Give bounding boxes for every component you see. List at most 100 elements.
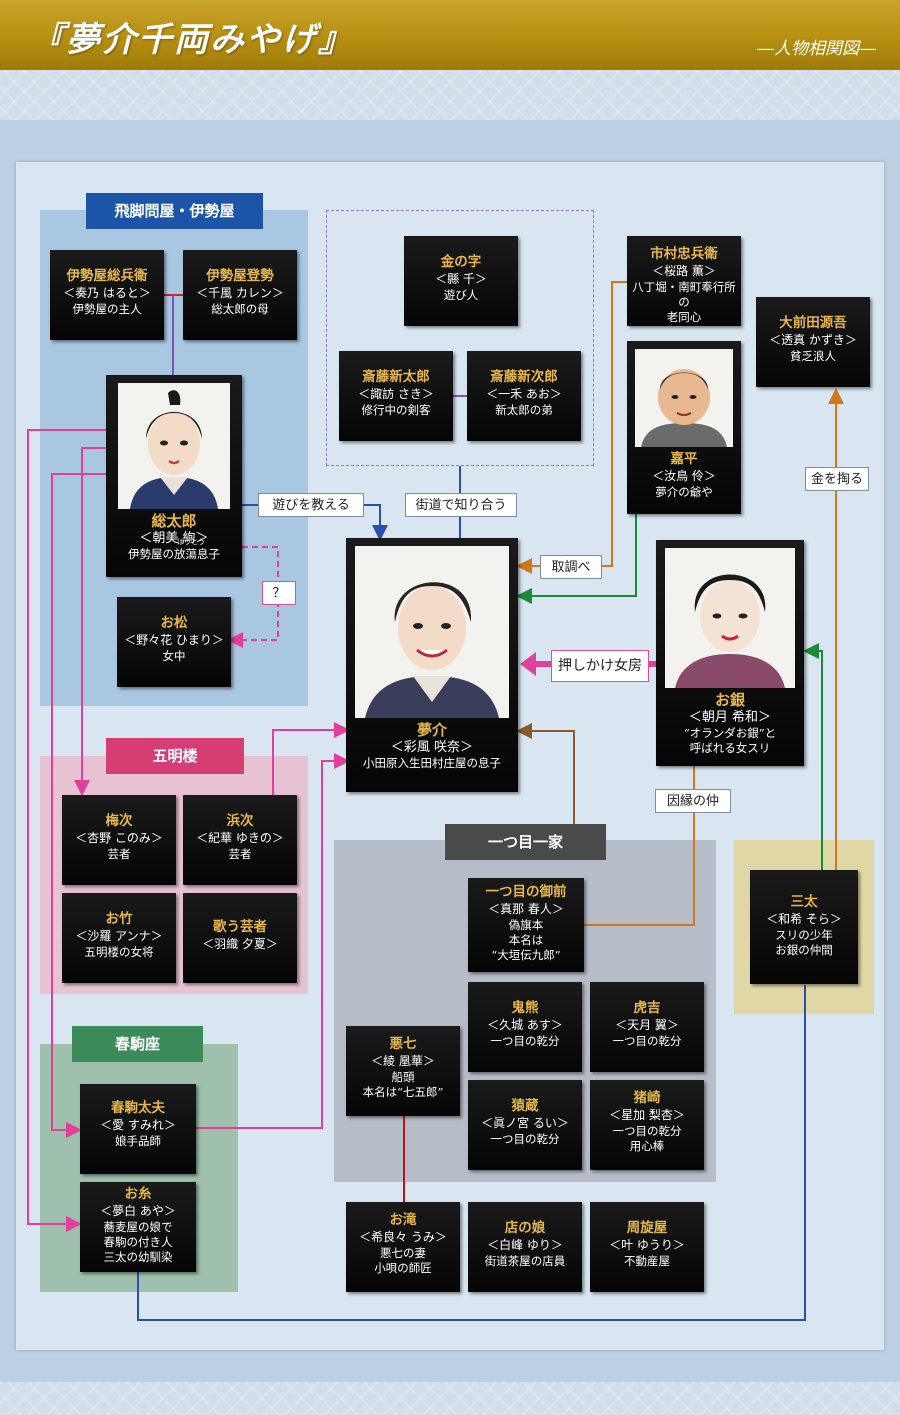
line-tayuu-yumesuke (196, 753, 350, 1129)
char-actor: ＜愛 すみれ＞ (100, 1118, 176, 1132)
line-soutarou-umeji (74, 447, 106, 796)
portrait-kahei (635, 349, 733, 447)
char-desc: 修行中の剣客 (361, 403, 431, 417)
char-actor: ＜久城 あす＞ (487, 1018, 563, 1032)
card-umeji[interactable]: 梅次 ＜杏野 このみ＞ 芸者 (62, 795, 176, 885)
char-desc: 伊勢屋の放蕩息子 (128, 547, 220, 561)
card-santa[interactable]: 三太 ＜和希 そら＞ スリの少年 お銀の仲間 (750, 870, 858, 984)
group-label-hikyaku: 飛脚問屋・伊勢屋 (86, 193, 263, 229)
char-desc: 女中 (162, 649, 186, 663)
char-desc: 一つ目の乾分 (490, 1132, 560, 1146)
char-name: 歌う芸者 (213, 919, 267, 935)
card-torakichi[interactable]: 虎吉 ＜天月 翼＞ 一つ目の乾分 (590, 982, 704, 1072)
card-oomae[interactable]: 大前田源吾 ＜透真 かずき＞ 貧乏浪人 (756, 297, 870, 387)
card-oito[interactable]: お糸 ＜夢白 あや＞ 蕎麦屋の娘で 春駒の付き人 三太の幼馴染 (80, 1182, 196, 1272)
char-desc: 夢介の爺や (655, 485, 713, 499)
char-actor: ＜汝鳥 伶＞ (652, 469, 716, 483)
char-actor: ＜白峰 ゆり＞ (487, 1238, 563, 1252)
portrait-yumesuke (355, 546, 509, 718)
char-desc: 芸者 (228, 847, 252, 861)
card-omatsu[interactable]: お松 ＜野々花 ひまり＞ 女中 (117, 597, 231, 687)
arrow-oshikake (520, 652, 536, 676)
char-actor: ＜綾 凰華＞ (371, 1054, 435, 1068)
char-name: 金の字 (440, 254, 482, 270)
card-ogin[interactable]: お銀 ＜朝月 希和＞ “オランダお銀”と 呼ばれる女スリ (656, 540, 804, 766)
card-shuusen[interactable]: 周旋屋 ＜叶 ゆうり＞ 不動産屋 (590, 1202, 704, 1292)
char-name: 伊勢屋総兵衛 (66, 268, 148, 284)
char-actor: ＜朝月 希和＞ (688, 710, 772, 725)
label-kaidou: 街道で知り合う (405, 493, 517, 517)
line-soutarou-oito (27, 429, 106, 1232)
char-name: 三太 (790, 894, 818, 910)
card-kinnoji[interactable]: 金の字 ＜縣 千＞ 遊び人 (404, 236, 518, 326)
group-label-harukoma: 春駒座 (72, 1026, 203, 1062)
card-gozen[interactable]: 一つ目の御前 ＜真那 春人＞ 偽旗本 本名は “大垣伝九郎” (468, 878, 584, 972)
char-desc: 五明楼の女将 (84, 945, 154, 959)
char-name: 店の娘 (504, 1220, 546, 1236)
char-name: 市村忠兵衛 (650, 246, 718, 262)
card-inosaki[interactable]: 猪崎 ＜星加 梨杏＞ 一つ目の乾分 用心棒 (590, 1080, 704, 1170)
char-name: 梅次 (105, 813, 133, 829)
char-name: 猿蔵 (511, 1098, 539, 1114)
char-actor: ＜夢白 あや＞ (100, 1204, 176, 1218)
portrait-soutarou (118, 383, 230, 509)
card-akushichi[interactable]: 悪七 ＜綾 凰華＞ 船頭 本名は“七五郎” (346, 1026, 460, 1116)
char-desc: 悪七の妻 小唄の師匠 (374, 1246, 432, 1275)
char-desc: 八丁堀・南町奉行所の 老同心 (632, 280, 736, 324)
card-saruzou[interactable]: 猿蔵 ＜眞ノ宮 るい＞ 一つ目の乾分 (468, 1080, 582, 1170)
char-name: 浜次 (226, 813, 254, 829)
group-label-gomei: 五明楼 (106, 738, 244, 774)
char-desc: 街道茶屋の店員 (484, 1254, 566, 1268)
label-question: ？ (262, 581, 296, 605)
card-hamaji[interactable]: 浜次 ＜紀華 ゆきの＞ 芸者 (183, 795, 297, 885)
char-desc: 娘手品師 (115, 1134, 161, 1148)
char-desc: 一つ目の乾分 (490, 1034, 560, 1048)
char-name: 伊勢屋登勢 (206, 268, 274, 284)
char-actor: ＜沙羅 アンナ＞ (75, 929, 163, 943)
char-actor: ＜天月 翼＞ (615, 1018, 679, 1032)
char-actor: ＜奏乃 はると＞ (63, 286, 151, 300)
char-desc: “オランダお銀”と 呼ばれる女スリ (683, 726, 777, 755)
group-dashed-area (326, 210, 594, 466)
char-name: 斎藤新太郎 (362, 369, 430, 385)
char-desc: 総太郎の母 (211, 302, 269, 316)
char-name: 悪七 (389, 1036, 417, 1052)
char-actor: ＜希良々 うみ＞ (359, 1230, 447, 1244)
label-kane: 金を掏る (805, 467, 869, 491)
card-shintarou[interactable]: 斎藤新太郎 ＜諏訪 さき＞ 修行中の剣客 (339, 351, 453, 441)
card-shinjirou[interactable]: 斎藤新次郎 ＜一禾 あお＞ 新太郎の弟 (467, 351, 581, 441)
char-name: 総太郎 (151, 512, 197, 530)
card-utau[interactable]: 歌う芸者 ＜羽織 夕夏＞ (183, 893, 297, 983)
char-actor: ＜一禾 あお＞ (486, 387, 562, 401)
char-desc: 蕎麦屋の娘で 春駒の付き人 三太の幼馴染 (103, 1220, 173, 1264)
label-asobi: 遊びを教える (258, 493, 364, 517)
card-misemusume[interactable]: 店の娘 ＜白峰 ゆり＞ 街道茶屋の店員 (468, 1202, 582, 1292)
char-desc: 偽旗本 本名は “大垣伝九郎” (491, 918, 561, 962)
char-name: 猪崎 (633, 1090, 661, 1106)
char-desc: スリの少年 お銀の仲間 (775, 928, 833, 957)
char-desc: 一つ目の乾分 (612, 1034, 682, 1048)
char-desc: 遊び人 (443, 288, 479, 302)
char-name: お松 (160, 615, 188, 631)
char-ruby: はうとう (177, 538, 205, 546)
card-ichimura[interactable]: 市村忠兵衛 ＜桜路 薫＞ 八丁堀・南町奉行所の 老同心 (627, 236, 741, 326)
card-otose[interactable]: 伊勢屋登勢 ＜千風 カレン＞ 総太郎の母 (183, 250, 297, 340)
card-souhee[interactable]: 伊勢屋総兵衛 ＜奏乃 はると＞ 伊勢屋の主人 (50, 250, 164, 340)
page-title: 『夢介千両みやげ』 (30, 20, 354, 60)
char-desc-wrap: はうとう 伊勢屋の放蕩息子 (106, 538, 242, 562)
char-desc: 不動産屋 (624, 1254, 670, 1268)
header-bar: 『夢介千両みやげ』 ―人物相関図― (0, 0, 900, 70)
char-actor: ＜千風 カレン＞ (196, 286, 284, 300)
char-desc: 小田原入生田村庄屋の息子 (363, 756, 501, 770)
card-onikuma[interactable]: 鬼熊 ＜久城 あす＞ 一つ目の乾分 (468, 982, 582, 1072)
card-otaki[interactable]: お滝 ＜希良々 うみ＞ 悪七の妻 小唄の師匠 (346, 1202, 460, 1292)
card-kahei[interactable]: 嘉平 ＜汝鳥 伶＞ 夢介の爺や (627, 341, 741, 514)
line-santa-ogin (803, 643, 823, 870)
char-desc: 船頭 本名は“七五郎” (362, 1070, 444, 1099)
card-soutarou[interactable]: 総太郎 ＜朝美 絢＞ はうとう 伊勢屋の放蕩息子 (106, 375, 242, 577)
card-tayuu[interactable]: 春駒太夫 ＜愛 すみれ＞ 娘手品師 (80, 1084, 196, 1174)
char-name: お銀 (714, 691, 745, 709)
card-otake[interactable]: お竹 ＜沙羅 アンナ＞ 五明楼の女将 (62, 893, 176, 983)
card-yumesuke[interactable]: 夢介 ＜彩風 咲奈＞ 小田原入生田村庄屋の息子 (346, 538, 518, 792)
char-name: 夢介 (416, 721, 447, 739)
